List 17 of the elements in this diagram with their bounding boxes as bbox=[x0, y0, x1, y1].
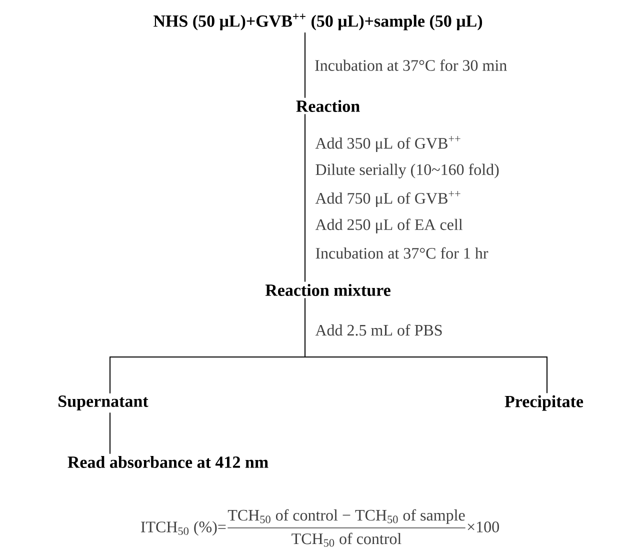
step-note: Add 350 μL of GVB$^{++}$ bbox=[315, 136, 460, 152]
edge-label: Incubation at 37°C for 30 min bbox=[315, 59, 507, 71]
formula: $\text{ITCH}_{\text{50}}\text{ (\%)=}\frac{\text{TCH}_{\text{50}}\text{ of control − TCH}_{\text{50}}\text{ of sample}}{\text{TCH}_{\text{50}}\text{ of control}}\text{×100}$ bbox=[141, 509, 499, 547]
step-note: Dilute serially (10~160 fold) bbox=[316, 164, 499, 178]
step-text: Read absorbance at 412 nm bbox=[68, 456, 268, 468]
connector-line bbox=[304, 114, 306, 282]
step-note: Add 750 μL of GVB$^{++}$ bbox=[315, 191, 460, 207]
step-note: Add 250 μL of EA cell bbox=[315, 218, 463, 234]
step-text: Reaction bbox=[296, 100, 360, 112]
connector-line bbox=[304, 32, 306, 98]
connector-line bbox=[304, 298, 548, 394]
step-text: Precipitate bbox=[504, 395, 584, 411]
step-text: Supernatant bbox=[58, 396, 148, 410]
step-text: Reaction mixture bbox=[265, 284, 390, 296]
step-note: Incubation at 37°C for 1 hr bbox=[316, 247, 488, 259]
step-text: NHS (50 μL)+GVB$^{++}$ (50 μL)+sample (50 μL) bbox=[154, 14, 482, 30]
step-note: Add 2.5 mL of PBS bbox=[315, 324, 442, 336]
